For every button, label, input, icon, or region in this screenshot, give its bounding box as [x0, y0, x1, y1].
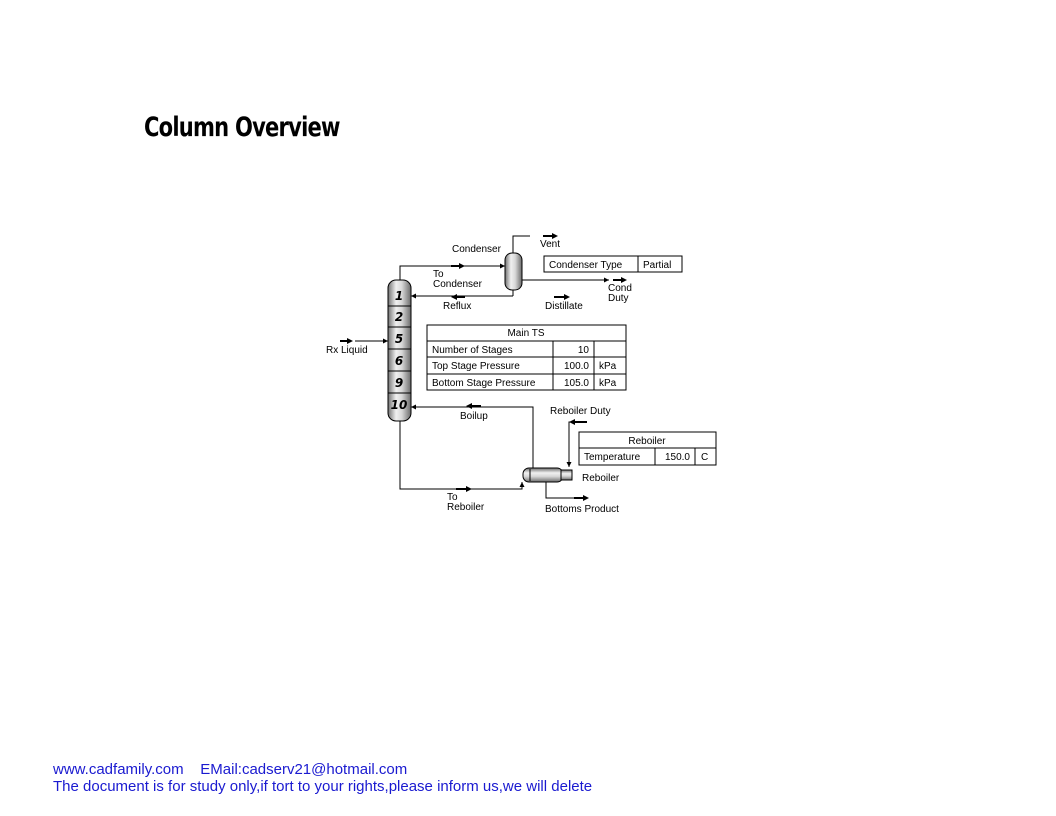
row-label: Top Stage Pressure — [432, 361, 520, 372]
cond-duty-label: Duty — [608, 293, 629, 304]
row-unit: kPa — [599, 378, 617, 389]
condenser-type-table[interactable]: Condenser Type Partial — [543, 255, 683, 273]
row-value[interactable]: 10 — [578, 345, 590, 356]
rx-liquid-label: Rx Liquid — [326, 345, 368, 356]
to-reboiler-label: To — [447, 492, 458, 503]
reboiler-table-header: Reboiler — [628, 436, 666, 447]
website-link[interactable]: www.cadfamily.com — [53, 761, 184, 778]
distillation-column[interactable]: 1 2 5 6 9 10 — [387, 279, 412, 422]
to-reboiler-label: Reboiler — [447, 502, 485, 513]
row-value[interactable]: 150.0 — [665, 452, 690, 463]
condenser-type-value[interactable]: Partial — [643, 260, 671, 271]
distillate-label: Distillate — [545, 301, 583, 312]
stage-label: 1 — [395, 289, 403, 303]
condenser-label: Condenser — [452, 244, 502, 255]
cond-duty-label: Cond — [608, 283, 632, 294]
stage-label: 9 — [395, 376, 403, 390]
copyright-notice: The document is for study only,if tort t… — [53, 778, 593, 795]
boilup-label: Boilup — [460, 411, 488, 422]
main-ts-table[interactable]: Main TS Number of Stages 10 Top Stage Pr… — [426, 324, 627, 391]
row-label: Bottom Stage Pressure — [432, 378, 536, 389]
page-title: Column Overview — [144, 112, 340, 143]
reboiler-vessel[interactable] — [522, 467, 573, 483]
row-label: Number of Stages — [432, 345, 513, 356]
stream-arrows — [340, 233, 627, 501]
reboiler-duty-label: Reboiler Duty — [550, 406, 611, 417]
stage-label: 5 — [395, 332, 403, 346]
condenser-type-label: Condenser Type — [549, 260, 623, 271]
row-unit: kPa — [599, 361, 617, 372]
row-label: Temperature — [584, 452, 641, 463]
stage-label: 2 — [395, 310, 403, 324]
stage-label: 6 — [395, 354, 403, 368]
condenser-vessel[interactable] — [504, 245, 523, 296]
stream-labels: Condenser Vent To Condenser Reflux Disti… — [326, 239, 632, 515]
main-ts-header: Main TS — [507, 328, 544, 339]
email-link[interactable]: EMail:cadserv21@hotmail.com — [200, 761, 408, 778]
row-unit: C — [701, 452, 708, 463]
reflux-label: Reflux — [443, 301, 471, 312]
reboiler-table[interactable]: Reboiler Temperature 150.0 C — [578, 431, 717, 466]
bottoms-product-label: Bottoms Product — [545, 504, 619, 515]
reboiler-label: Reboiler — [582, 473, 620, 484]
stream-lines — [355, 235, 609, 499]
footer: www.cadfamily.com EMail:cadserv21@hotmai… — [53, 761, 592, 795]
row-value[interactable]: 105.0 — [564, 378, 589, 389]
to-condenser-label: To — [433, 269, 444, 280]
row-value[interactable]: 100.0 — [564, 361, 589, 372]
to-condenser-label: Condenser — [433, 279, 483, 290]
stage-label: 10 — [391, 398, 408, 412]
vent-label: Vent — [540, 239, 560, 250]
